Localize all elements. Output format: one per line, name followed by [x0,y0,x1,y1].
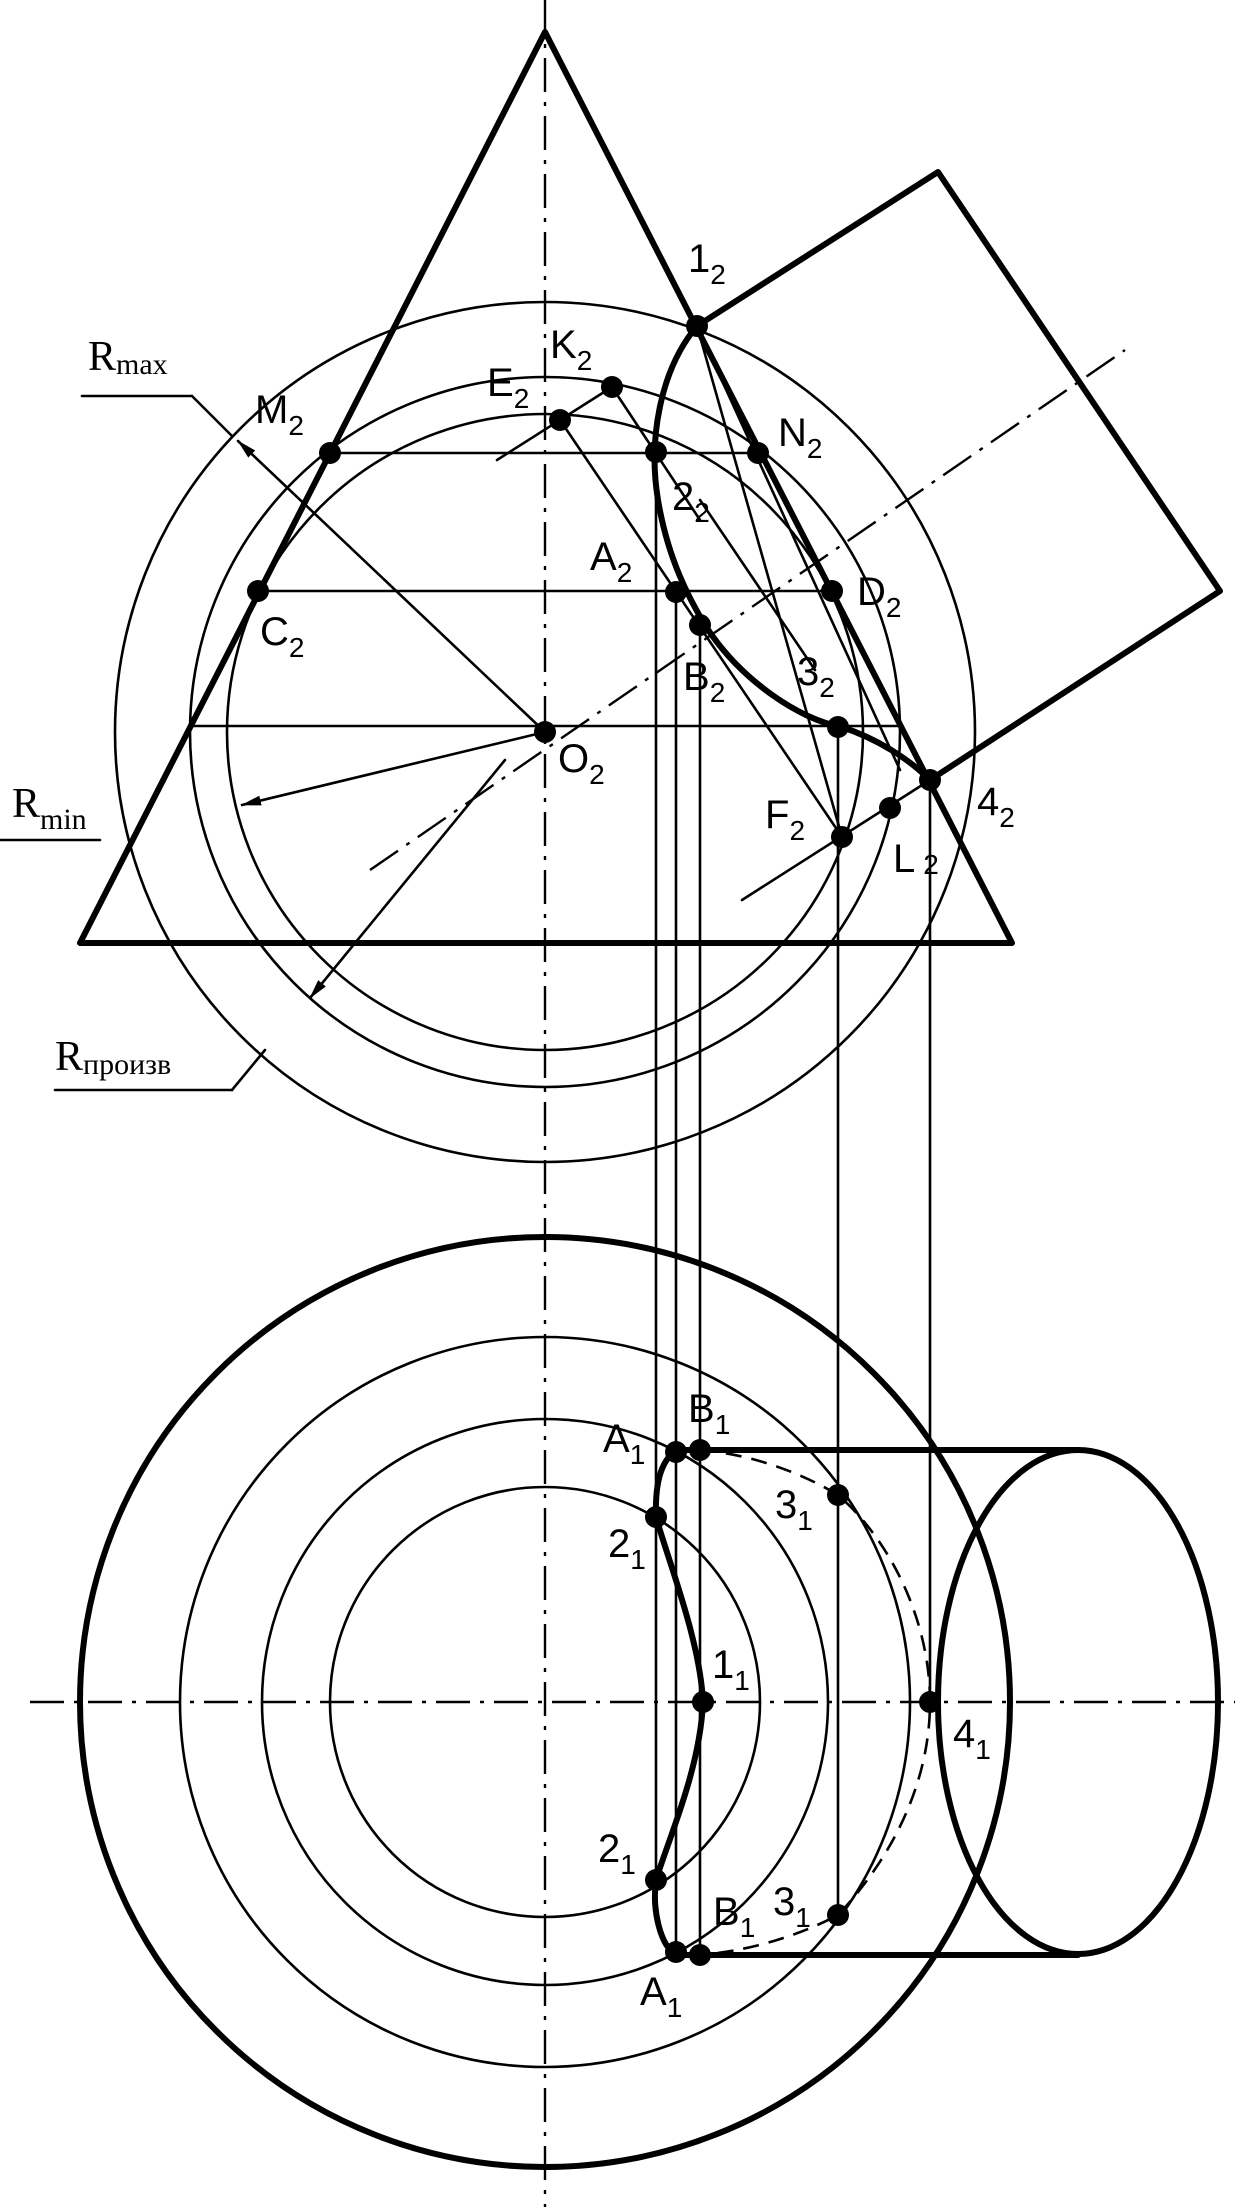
label-b-2: B2 [683,655,725,708]
point-n-2 [747,442,769,464]
point-k-2 [601,376,623,398]
point-2-2 [645,441,667,463]
rmax-arrow [236,439,547,734]
label-3-1-top: 31 [775,1483,813,1536]
label-f-2: F2 [765,793,805,846]
cylinder-axis-front-view [369,349,1126,871]
point-a-1-bottom [665,1941,687,1963]
cone-generator-2 [695,324,844,839]
cylinder-outline [694,169,1223,783]
cone-outline [77,29,1015,946]
point-a-2 [665,581,687,603]
rmin-arrow [240,730,547,807]
top-circle-2 [260,1417,830,1987]
point-2-1-bottom [645,1869,667,1891]
point-4-2 [919,769,941,791]
point-o-2 [534,721,556,743]
point-1-2 [686,315,708,337]
label-1-2: 12 [688,237,726,290]
label-r-proizv: Rпроизв [55,1034,171,1081]
top-circle-3 [328,1485,762,1919]
point-b-1-top [689,1439,711,1461]
point-4-1 [919,1691,941,1713]
point-e-2 [549,409,571,431]
point-2-1-top [645,1506,667,1528]
label-4-1: 41 [953,1712,991,1765]
sphere-r-max [113,300,977,1164]
label-b-1-bottom: B1 [713,1890,755,1943]
label-2-2: 22 [672,475,710,528]
label-r-max: Rmax [88,334,168,381]
label-n-2: N2 [778,411,822,464]
point-1-1 [692,1691,714,1713]
point-f-2 [831,826,853,848]
helper-line-2-3 [698,498,817,672]
point-d-2 [821,580,843,602]
point-b-1-bottom [689,1944,711,1966]
point-b-2 [689,614,711,636]
label-1-1: 11 [712,1643,750,1696]
label-4-2: 42 [977,780,1015,833]
label-3-2: 32 [797,650,835,703]
rmax-leader-slant [190,394,234,438]
point-c-2 [247,580,269,602]
point-l-2 [879,797,901,819]
point-m-2 [319,442,341,464]
label-b-1-top: B1 [688,1387,730,1440]
label-a-2: A2 [590,535,632,588]
label-c-2: C2 [260,610,304,663]
label-3-1-bottom: 31 [773,1880,811,1933]
rproizv-leader-slant [230,1048,267,1092]
sphere-r-proizv [188,375,902,1089]
label-a-1-top: A1 [603,1417,645,1470]
intersection-curve-front [651,323,933,783]
label-k-2: K2 [550,323,592,376]
point-a-1-top [665,1441,687,1463]
label-2-1-top: 21 [608,1522,646,1575]
label-m-2: M2 [255,388,304,441]
cone-generator-1 [695,324,902,772]
rproizv-arrow [308,758,507,1000]
label-r-min: Rmin [12,781,87,836]
label-e-2: E2 [487,361,529,414]
point-3-1-top [827,1484,849,1506]
point-3-1-bottom [827,1904,849,1926]
label-d-2: D2 [857,570,901,623]
label-o-2: O2 [558,737,605,790]
point-3-2 [827,716,849,738]
label-a-1-bottom: A1 [640,1970,682,2023]
label-2-1-bottom: 21 [598,1827,636,1880]
top-circle-1 [178,1335,912,2069]
cone-base-top [77,1234,1013,2170]
